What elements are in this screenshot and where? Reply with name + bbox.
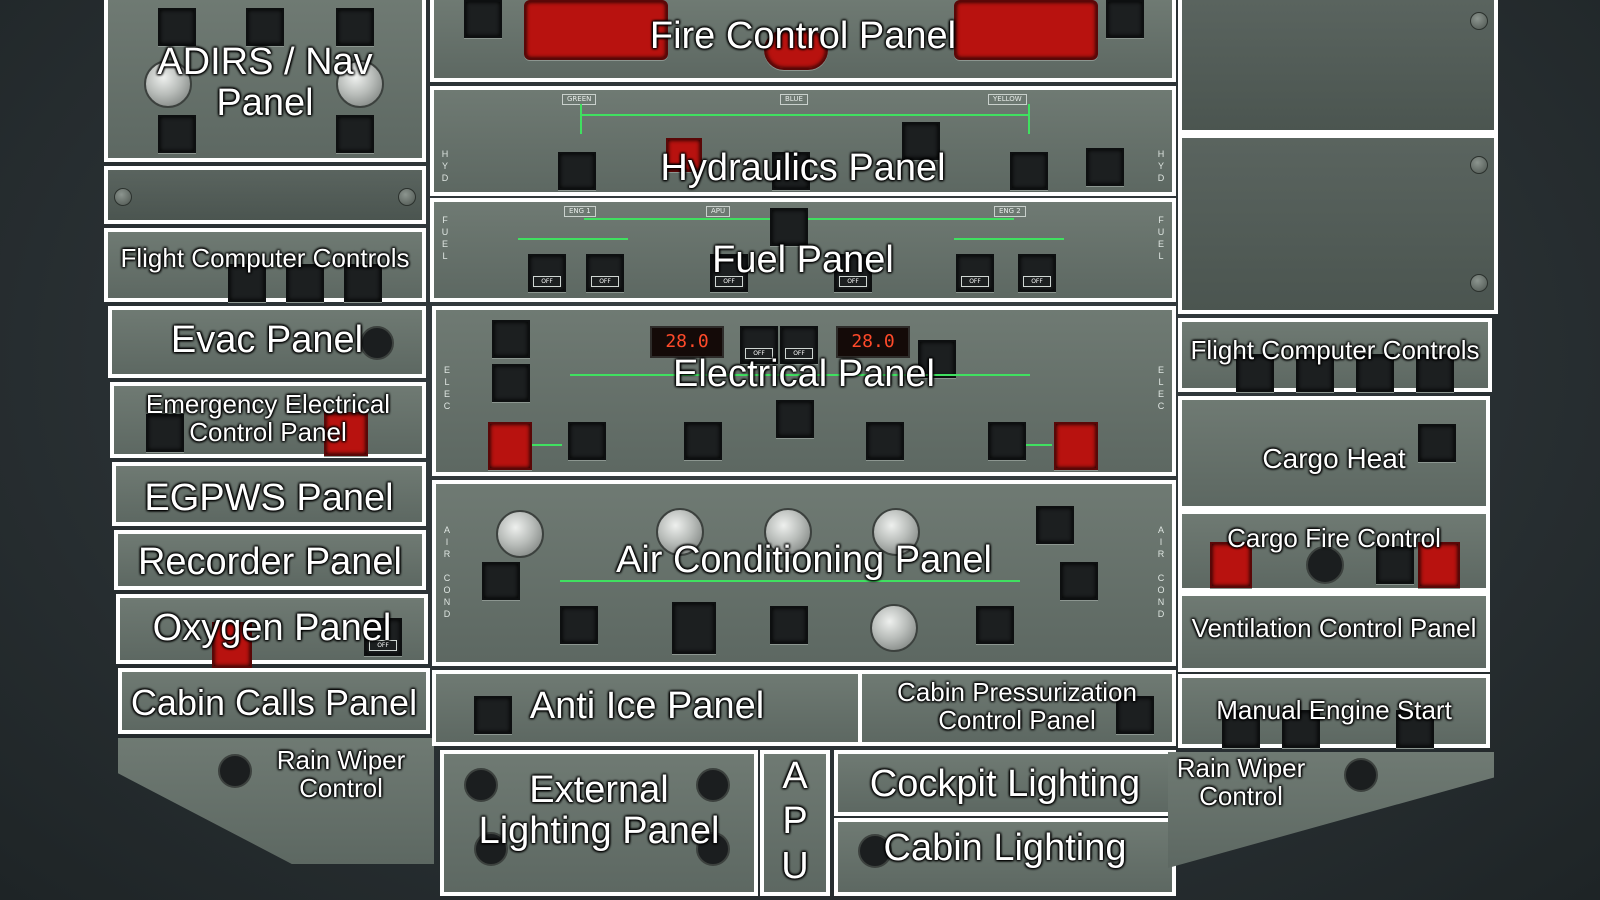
rain-wiper-right[interactable]: Rain Wiper Control: [1168, 752, 1494, 868]
cabin-calls-label: Cabin Calls Panel: [122, 684, 426, 723]
cockpit-lighting-label: Cockpit Lighting: [838, 764, 1172, 805]
ventilation-control-label: Ventilation Control Panel: [1182, 614, 1486, 642]
egpws-panel[interactable]: EGPWS Panel: [112, 462, 426, 526]
ram-air-button[interactable]: [672, 602, 716, 654]
ext-pwr-button[interactable]: [866, 422, 904, 460]
cockpit-lighting-panel[interactable]: Cockpit Lighting: [834, 750, 1176, 816]
screw-icon: [398, 188, 416, 206]
blank-panel-right-top: [1178, 0, 1498, 134]
idg2-guard[interactable]: [1054, 422, 1098, 470]
fire-control-panel[interactable]: Fire Control Panel: [430, 0, 1176, 82]
egpws-panel-label: EGPWS Panel: [116, 478, 422, 519]
eng2-tag: ENG 2: [994, 206, 1026, 217]
cabin-calls-panel[interactable]: Cabin Calls Panel: [118, 668, 430, 734]
fuel-panel-label: Fuel Panel: [434, 240, 1172, 281]
oxygen-panel-label: Oxygen Panel: [120, 608, 424, 649]
eng2-bleed-button[interactable]: [976, 606, 1014, 644]
fire-control-label: Fire Control Panel: [434, 16, 1172, 57]
cargo-heat-panel[interactable]: Cargo Heat: [1178, 396, 1490, 510]
electrical-panel[interactable]: 28.0 OFF OFF 28.0 ELEC ELEC Electrical P…: [432, 306, 1176, 476]
rain-wiper-left-label: Rain Wiper Control: [248, 746, 434, 802]
screw-icon: [1470, 274, 1488, 292]
hydraulics-panel[interactable]: GREEN BLUE YELLOW HYD HYD Hydraulics Pan…: [430, 86, 1176, 196]
gen2-button[interactable]: [988, 422, 1026, 460]
emergency-electrical-panel[interactable]: Emergency Electrical Control Panel: [110, 382, 426, 458]
eng1-bleed-button[interactable]: [560, 606, 598, 644]
blue-sys-tag: BLUE: [780, 94, 808, 105]
electrical-panel-label: Electrical Panel: [436, 354, 1172, 395]
cabin-lighting-panel[interactable]: Cabin Lighting: [834, 818, 1176, 896]
recorder-panel-label: Recorder Panel: [118, 542, 422, 583]
apu-panel[interactable]: A P U: [760, 750, 830, 896]
recorder-panel[interactable]: Recorder Panel: [114, 530, 426, 590]
cabin-pressurization-label: Cabin Pressurization Control Panel: [862, 678, 1172, 734]
cabin-lighting-label: Cabin Lighting: [838, 828, 1172, 869]
blank-panel-left: [104, 166, 426, 224]
air-conditioning-panel[interactable]: AIRCOND AIRCOND Air Conditioning Panel: [432, 480, 1176, 666]
rain-wiper-right-label: Rain Wiper Control: [1168, 754, 1314, 810]
manual-engine-start-panel[interactable]: Manual Engine Start: [1178, 674, 1490, 748]
rain-wiper-left[interactable]: Rain Wiper Control: [118, 738, 434, 864]
blank-panel-right-mid: [1178, 134, 1498, 314]
evac-panel[interactable]: Evac Panel: [108, 306, 426, 378]
yellow-sys-tag: YELLOW: [988, 94, 1027, 105]
air-conditioning-label: Air Conditioning Panel: [436, 540, 1172, 581]
idg1-guard[interactable]: [488, 422, 532, 470]
hyd-flow-line: [580, 114, 1030, 116]
adirs-nav-label: ADIRS / Nav Panel: [108, 42, 422, 124]
ventilation-control-panel[interactable]: Ventilation Control Panel: [1178, 592, 1490, 672]
cargo-heat-label: Cargo Heat: [1182, 444, 1486, 474]
flight-computer-controls-right[interactable]: Flight Computer Controls: [1178, 318, 1492, 392]
apu-tag: APU: [706, 206, 730, 217]
external-lighting-panel[interactable]: External Lighting Panel: [440, 750, 758, 896]
oxygen-panel[interactable]: OFF Oxygen Panel: [116, 594, 428, 664]
cargo-fire-control-panel[interactable]: Cargo Fire Control: [1178, 510, 1490, 592]
eng1-tag: ENG 1: [564, 206, 596, 217]
screw-icon: [1470, 156, 1488, 174]
flight-computer-controls-right-label: Flight Computer Controls: [1182, 336, 1488, 364]
apu-label: A P U: [764, 754, 826, 888]
external-lighting-label: External Lighting Panel: [444, 770, 754, 852]
wiper-knob[interactable]: [1344, 758, 1378, 792]
commercial-button[interactable]: [492, 320, 530, 358]
hot-air-button[interactable]: [1036, 506, 1074, 544]
apu-bleed-button[interactable]: [770, 606, 808, 644]
gen1-button[interactable]: [568, 422, 606, 460]
hyd-flow-line: [580, 104, 582, 134]
screw-icon: [114, 188, 132, 206]
fuel-panel[interactable]: ENG 1 APU ENG 2 OFF OFF OFF OFF OFF OFF …: [430, 198, 1176, 302]
bus-tie-button[interactable]: [776, 400, 814, 438]
flight-computer-controls-left[interactable]: Flight Computer Controls: [104, 228, 426, 302]
hydraulics-label: Hydraulics Panel: [434, 148, 1172, 189]
adirs-nav-panel[interactable]: ADIRS / Nav Panel: [104, 0, 426, 162]
manual-engine-start-label: Manual Engine Start: [1182, 696, 1486, 724]
cabin-pressurization-panel[interactable]: Cabin Pressurization Control Panel: [858, 670, 1176, 746]
flight-computer-controls-left-label: Flight Computer Controls: [108, 244, 422, 272]
x-bleed-knob[interactable]: [870, 604, 918, 652]
elec-bus-line: [532, 444, 562, 446]
emergency-electrical-label: Emergency Electrical Control Panel: [114, 390, 422, 446]
wiper-knob[interactable]: [218, 754, 252, 788]
elec-bus-line: [1022, 444, 1052, 446]
cargo-fire-control-label: Cargo Fire Control: [1182, 524, 1486, 552]
screw-icon: [1470, 12, 1488, 30]
evac-panel-label: Evac Panel: [112, 320, 422, 361]
anti-ice-label: Anti Ice Panel: [436, 686, 858, 727]
hyd-flow-line: [1028, 104, 1030, 134]
anti-ice-panel[interactable]: Anti Ice Panel: [432, 670, 862, 746]
apu-gen-button[interactable]: [684, 422, 722, 460]
